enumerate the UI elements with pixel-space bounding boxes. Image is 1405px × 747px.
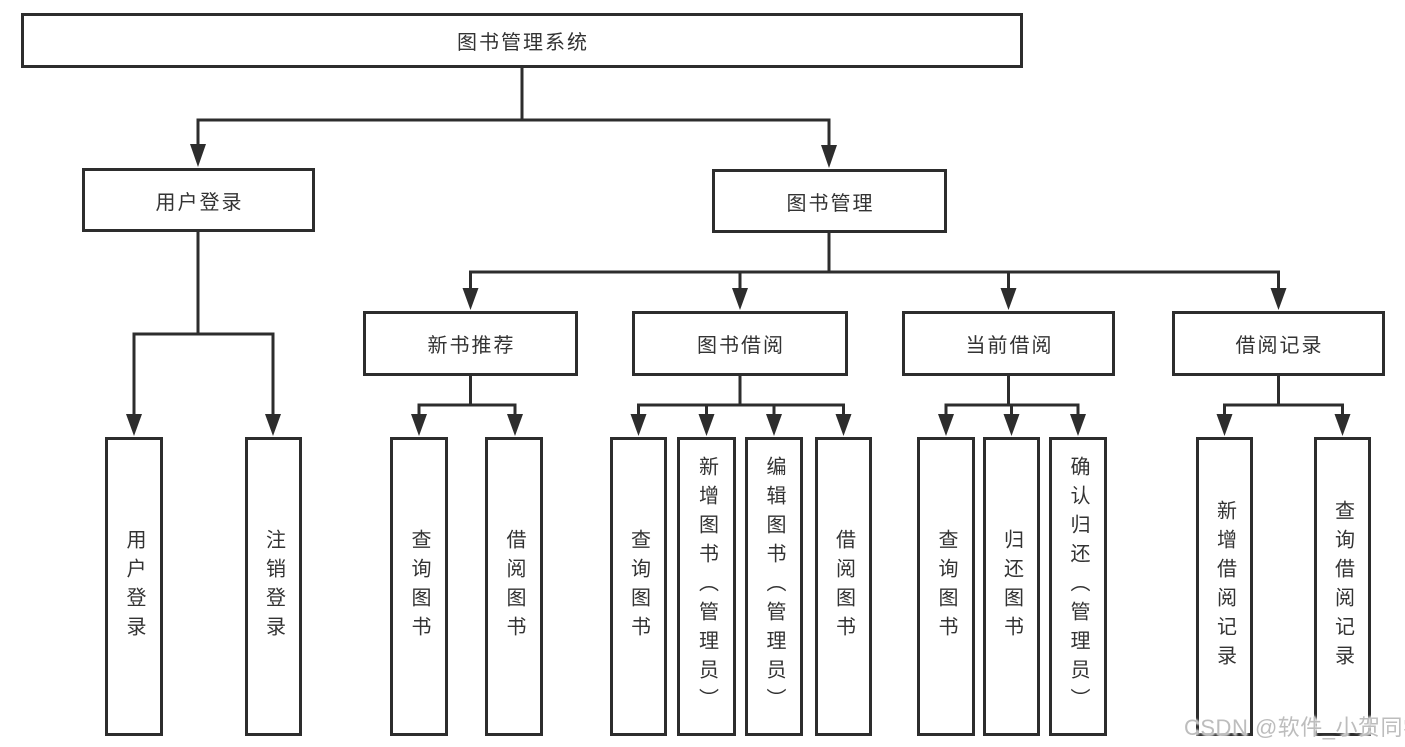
node-label: 归还图书: [1000, 528, 1023, 645]
node-current-borrow: 当前借阅: [902, 311, 1115, 376]
node-label: 用户登录: [155, 191, 244, 214]
leaf-bb-add-book-admin: 新增图书（管理员）: [677, 437, 736, 736]
leaf-cb-confirm-return-admin: 确认归还（管理员）: [1049, 437, 1107, 736]
node-label: 确认归还（管理员）: [1067, 456, 1089, 717]
node-label: 借阅图书: [503, 528, 525, 645]
node-label: 用户登录: [123, 528, 145, 645]
leaf-nbr-query-book: 查询图书: [390, 437, 448, 736]
leaf-br-add-record: 新增借阅记录: [1196, 437, 1253, 736]
leaf-cb-return-book: 归还图书: [983, 437, 1040, 736]
node-label: 注销登录: [262, 528, 285, 645]
node-label: 借阅记录: [1235, 335, 1324, 357]
node-label: 编辑图书（管理员）: [763, 456, 785, 717]
node-label: 新增图书（管理员）: [695, 456, 718, 717]
node-label: 查询图书: [935, 528, 957, 645]
node-book-management: 图书管理: [712, 169, 947, 233]
node-label: 当前借阅: [965, 335, 1054, 357]
csdn-watermark: CSDN @软件_小贺同学: [1184, 715, 1405, 740]
node-label: 查询图书: [408, 528, 430, 645]
node-label: 查询借阅记录: [1331, 499, 1354, 674]
node-label: 图书管理系统: [457, 32, 589, 54]
node-label: 借阅图书: [832, 528, 855, 645]
leaf-nbr-borrow-book: 借阅图书: [485, 437, 543, 736]
leaf-bb-query-book: 查询图书: [610, 437, 667, 736]
leaf-bb-edit-book-admin: 编辑图书（管理员）: [745, 437, 803, 736]
node-label: 新增借阅记录: [1213, 499, 1236, 674]
node-new-book-recommend: 新书推荐: [363, 311, 578, 376]
leaf-br-query-record: 查询借阅记录: [1314, 437, 1371, 736]
node-root-system: 图书管理系统: [21, 13, 1023, 68]
node-user-login: 用户登录: [82, 168, 315, 232]
node-borrow-records: 借阅记录: [1172, 311, 1385, 376]
node-label: 图书管理: [786, 192, 875, 215]
leaf-logout: 注销登录: [245, 437, 302, 736]
node-label: 查询图书: [627, 528, 650, 645]
leaf-user-login: 用户登录: [105, 437, 163, 736]
node-book-borrow: 图书借阅: [632, 311, 848, 376]
node-label: 新书推荐: [427, 335, 516, 357]
leaf-cb-query-book: 查询图书: [917, 437, 975, 736]
leaf-bb-borrow-book: 借阅图书: [815, 437, 872, 736]
node-label: 图书借阅: [697, 335, 785, 357]
